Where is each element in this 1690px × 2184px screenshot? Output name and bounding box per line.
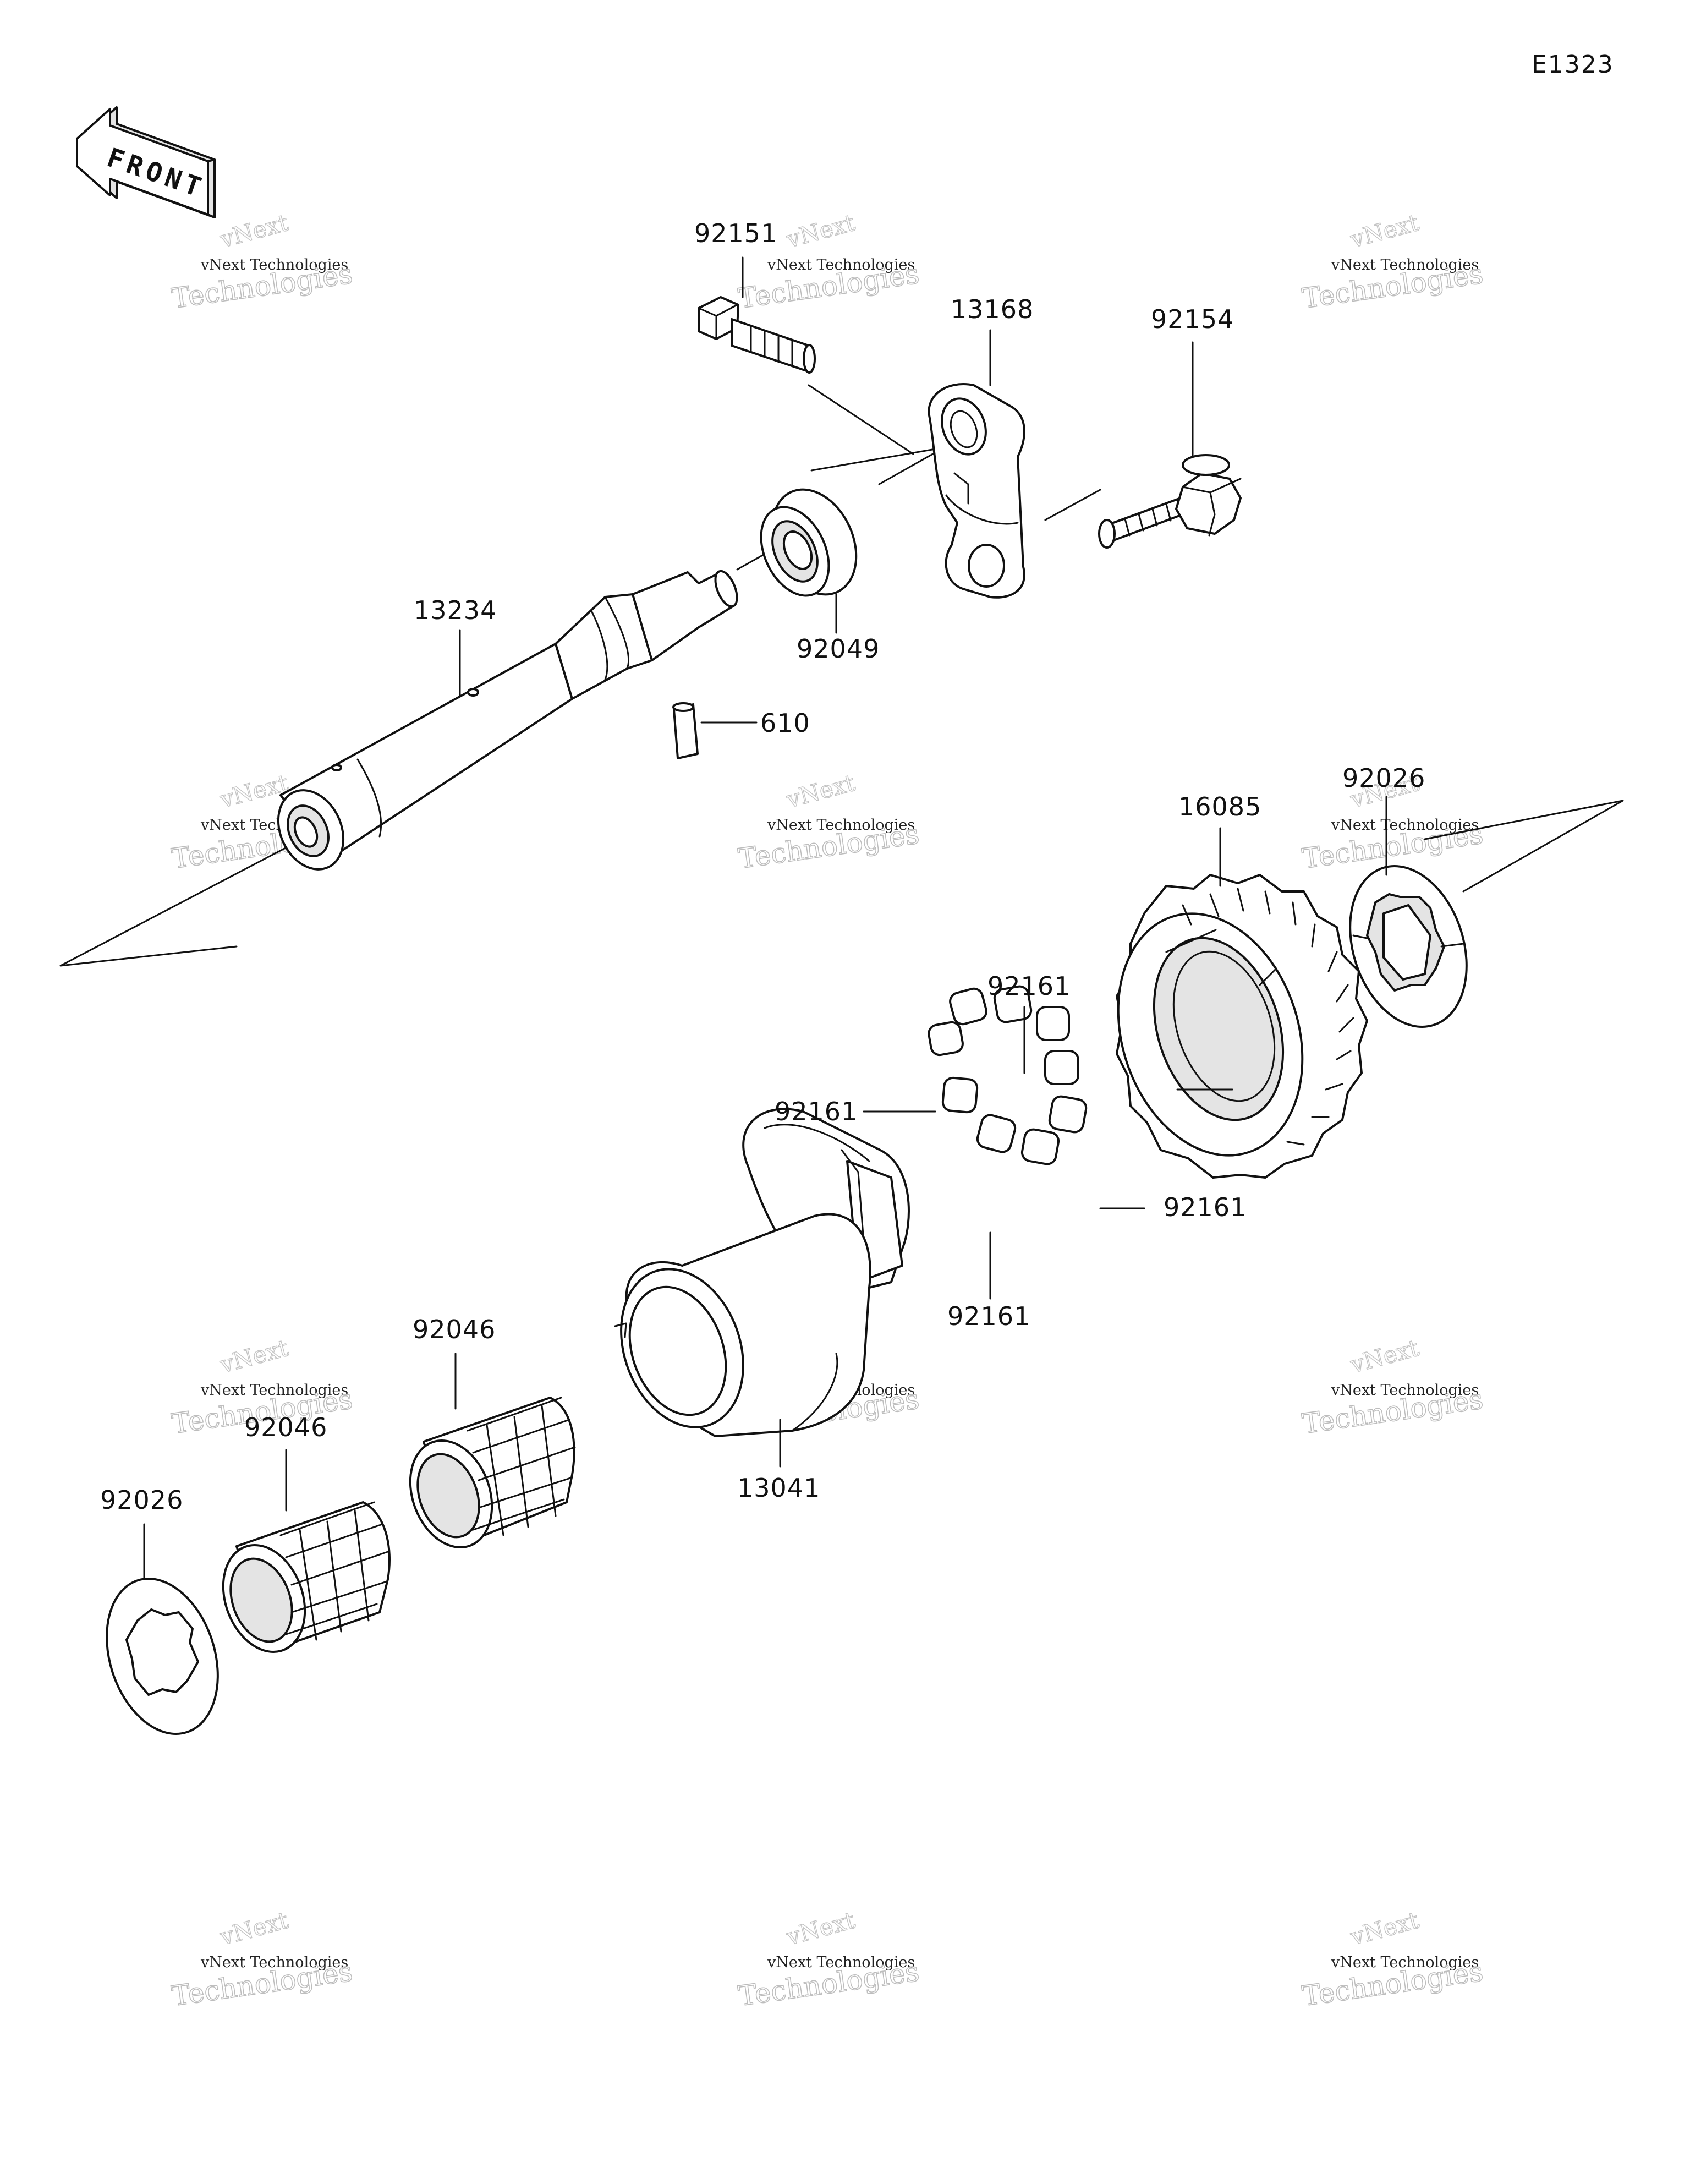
callout-92026-right[interactable]: 92026 bbox=[1342, 763, 1425, 793]
svg-text:vNext Technologies: vNext Technologies bbox=[767, 1954, 915, 1971]
svg-text:vNext: vNext bbox=[783, 209, 858, 253]
svg-text:vNext Technologies: vNext Technologies bbox=[1331, 1954, 1479, 1971]
svg-text:vNext: vNext bbox=[1347, 1334, 1422, 1378]
callout-16085[interactable]: 16085 bbox=[1178, 792, 1261, 822]
part-92046-needle-bearing-lower[interactable] bbox=[209, 1501, 391, 1663]
watermark: vNext vNext Technologies Technologies bbox=[1300, 209, 1485, 315]
part-13168-shift-lever-arm[interactable] bbox=[928, 383, 1025, 599]
callout-92046-upper[interactable]: 92046 bbox=[413, 1315, 496, 1344]
callout-92161-top[interactable]: 92161 bbox=[987, 971, 1071, 1001]
svg-text:vNext Technologies: vNext Technologies bbox=[1331, 1382, 1479, 1399]
diagram-code: E1323 bbox=[1532, 51, 1614, 79]
callout-labels: 92151 13168 92154 92049 13234 610 16085 … bbox=[100, 218, 1425, 1515]
callout-13168[interactable]: 13168 bbox=[951, 294, 1034, 324]
front-direction-arrow-icon: FRONT bbox=[76, 106, 216, 218]
part-92026-washer-left[interactable] bbox=[88, 1564, 237, 1749]
svg-text:vNext: vNext bbox=[217, 1334, 291, 1378]
watermark: vNext vNext Technologies Technologies bbox=[169, 1334, 355, 1441]
callout-92046-lower[interactable]: 92046 bbox=[244, 1413, 327, 1442]
watermark: vNext vNext Technologies Technologies bbox=[1300, 1334, 1485, 1441]
svg-text:vNext Technologies: vNext Technologies bbox=[200, 256, 348, 273]
svg-text:vNext Technologies: vNext Technologies bbox=[200, 1382, 348, 1399]
watermark: vNext vNext Technologies Technologies bbox=[169, 209, 355, 315]
svg-text:vNext: vNext bbox=[1347, 209, 1422, 253]
part-92026-washer-right[interactable] bbox=[1331, 851, 1486, 1042]
part-13234-shaft[interactable] bbox=[266, 568, 741, 880]
part-13041-one-way-clutch-hub[interactable] bbox=[600, 1108, 910, 1444]
callout-92154[interactable]: 92154 bbox=[1151, 304, 1234, 334]
watermark: vNext vNext Technologies Technologies bbox=[1300, 1906, 1485, 2013]
part-92049-oil-seal[interactable] bbox=[748, 476, 872, 608]
svg-text:vNext Technologies: vNext Technologies bbox=[1331, 256, 1479, 273]
leader-lines bbox=[143, 256, 1387, 1580]
watermark: vNext vNext Technologies Technologies bbox=[736, 1906, 921, 2013]
svg-text:vNext Technologies: vNext Technologies bbox=[200, 1954, 348, 1971]
callout-610[interactable]: 610 bbox=[760, 708, 810, 738]
part-16085-gear[interactable] bbox=[1088, 874, 1368, 1179]
svg-text:vNext Technologies: vNext Technologies bbox=[767, 817, 915, 834]
svg-text:vNext: vNext bbox=[217, 1907, 291, 1951]
part-92046-needle-bearing-upper[interactable] bbox=[396, 1397, 576, 1559]
callout-92151[interactable]: 92151 bbox=[694, 218, 777, 248]
part-92154-bolt[interactable] bbox=[1098, 454, 1242, 549]
svg-text:vNext Technologies: vNext Technologies bbox=[767, 256, 915, 273]
callout-92049[interactable]: 92049 bbox=[797, 634, 880, 664]
svg-text:vNext: vNext bbox=[217, 209, 291, 253]
callout-13234[interactable]: 13234 bbox=[414, 595, 497, 625]
svg-text:vNext Technologies: vNext Technologies bbox=[1331, 817, 1479, 834]
part-92161-rollers[interactable] bbox=[928, 985, 1088, 1165]
svg-text:vNext: vNext bbox=[783, 1907, 858, 1951]
callout-92161-bottom[interactable]: 92161 bbox=[947, 1301, 1030, 1331]
part-610-pin[interactable] bbox=[672, 702, 699, 759]
svg-text:vNext: vNext bbox=[1347, 1907, 1422, 1951]
callout-92026-left[interactable]: 92026 bbox=[100, 1485, 183, 1515]
callout-13041[interactable]: 13041 bbox=[737, 1473, 820, 1503]
svg-text:vNext: vNext bbox=[783, 769, 858, 813]
watermark: vNext vNext Technologies Technologies bbox=[169, 1906, 355, 2013]
callout-92161-left[interactable]: 92161 bbox=[775, 1097, 858, 1126]
callout-92161-right[interactable]: 92161 bbox=[1164, 1192, 1247, 1222]
watermark: vNext vNext Technologies Technologies bbox=[736, 769, 921, 875]
part-92151-bolt[interactable] bbox=[698, 296, 816, 374]
